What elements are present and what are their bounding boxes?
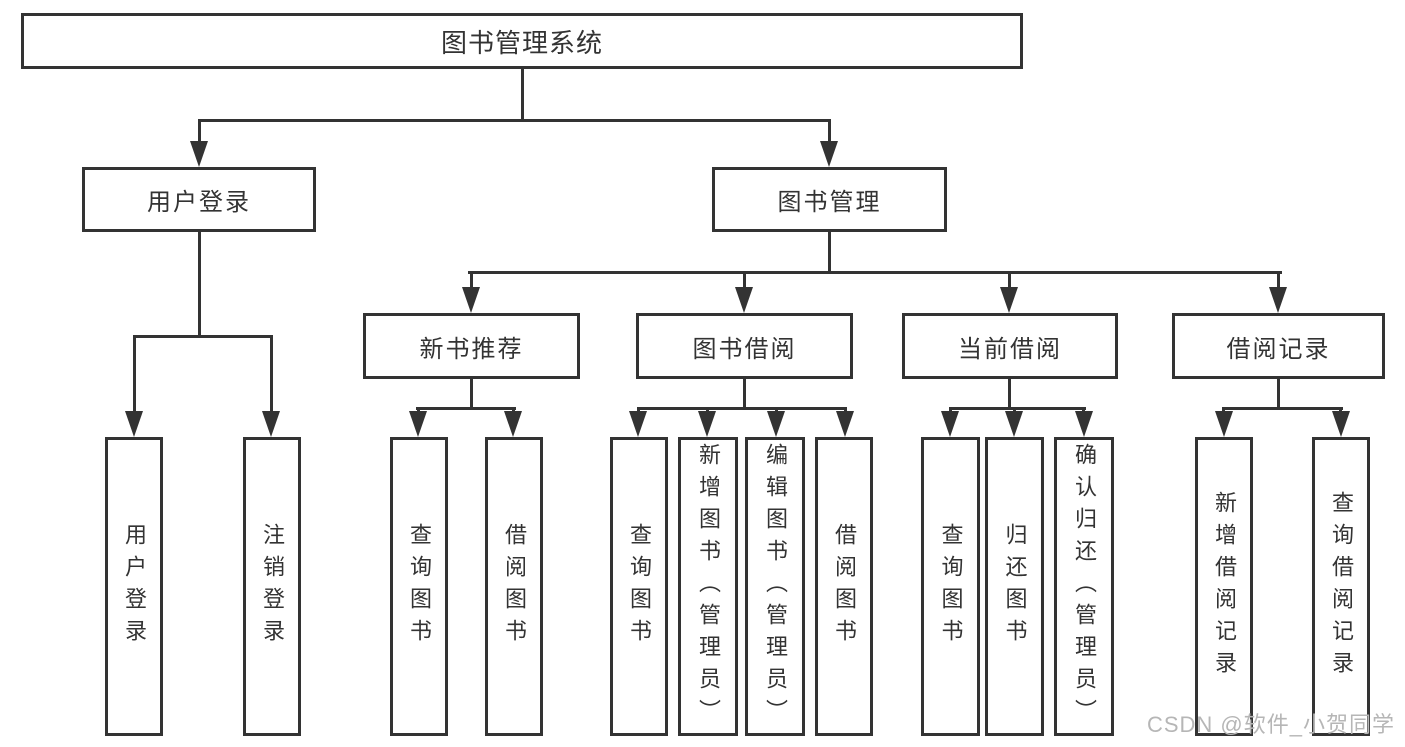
arrow-down-icon <box>1269 287 1287 313</box>
connector-current-borrow-hbar <box>949 407 1086 410</box>
leaf-query-book-current: 查询图书 <box>921 437 980 736</box>
arrow-down-icon <box>262 411 280 437</box>
connector-level2-hbar <box>198 119 831 122</box>
connector-book-mgmt-drop <box>828 119 831 145</box>
node-label: 图书管理 <box>777 189 882 216</box>
leaf-label: 新增图书（管理员） <box>696 442 721 731</box>
leaf-label: 查询图书 <box>627 522 652 651</box>
leaf-add-book-admin: 新增图书（管理员） <box>678 437 738 736</box>
connector-user-login-stem <box>198 232 201 337</box>
arrow-down-icon <box>735 287 753 313</box>
node-label: 新书推荐 <box>419 335 524 363</box>
node-new-book-recommend: 新书推荐 <box>363 313 580 379</box>
arrow-down-icon <box>462 287 480 313</box>
node-label: 当前借阅 <box>958 335 1062 363</box>
connector-book-borrow-stem <box>743 379 746 409</box>
leaf-confirm-return-admin: 确认归还（管理员） <box>1054 437 1114 736</box>
leaf-add-borrow-record: 新增借阅记录 <box>1195 437 1253 736</box>
leaf-query-book-recommend: 查询图书 <box>390 437 448 736</box>
connector-leaf-drop <box>743 271 746 291</box>
leaf-query-borrow-record: 查询借阅记录 <box>1312 437 1370 736</box>
arrow-down-icon <box>1332 411 1350 437</box>
leaf-logout: 注销登录 <box>243 437 301 736</box>
connector-current-borrow-stem <box>1008 379 1011 409</box>
arrow-down-icon <box>1000 287 1018 313</box>
node-book-borrow: 图书借阅 <box>636 313 853 379</box>
leaf-label: 新增借阅记录 <box>1212 490 1237 683</box>
leaf-return-book: 归还图书 <box>985 437 1044 736</box>
arrow-down-icon <box>1075 411 1093 437</box>
leaf-edit-book-admin: 编辑图书（管理员） <box>745 437 805 736</box>
arrow-down-icon <box>409 411 427 437</box>
leaf-label: 借阅图书 <box>832 522 857 651</box>
connector-book-mgmt-stem <box>828 232 831 273</box>
connector-user-login-drop <box>198 119 201 145</box>
watermark: CSDN @软件_小贺同学 <box>1146 712 1395 737</box>
connector-user-login-hbar <box>133 335 273 338</box>
connector-level3-hbar <box>468 271 1282 274</box>
node-label: 图书借阅 <box>692 335 797 363</box>
connector-new-book-stem <box>470 379 473 409</box>
node-book-management: 图书管理 <box>712 167 947 232</box>
arrow-down-icon <box>504 411 522 437</box>
leaf-label: 注销登录 <box>260 522 285 651</box>
leaf-label: 查询图书 <box>407 522 432 651</box>
connector-leaf-drop <box>1277 271 1280 291</box>
leaf-label: 查询借阅记录 <box>1329 490 1354 683</box>
node-label: 图书管理系统 <box>440 27 603 58</box>
arrow-down-icon <box>629 411 647 437</box>
node-library-management-system: 图书管理系统 <box>21 13 1023 69</box>
connector-new-book-hbar <box>416 407 516 410</box>
arrow-down-icon <box>836 411 854 437</box>
arrow-down-icon <box>125 411 143 437</box>
node-current-borrow: 当前借阅 <box>902 313 1118 379</box>
connector-leaf-drop <box>270 335 273 415</box>
connector-leaf-drop <box>133 335 136 415</box>
connector-leaf-drop <box>1008 271 1011 291</box>
connector-leaf-drop <box>470 271 473 291</box>
leaf-borrow-book-recommend: 借阅图书 <box>485 437 543 736</box>
arrow-down-icon <box>820 141 838 167</box>
leaf-label: 确认归还（管理员） <box>1072 442 1097 731</box>
leaf-label: 归还图书 <box>1002 522 1028 651</box>
leaf-label: 编辑图书（管理员） <box>763 442 788 731</box>
connector-book-borrow-hbar <box>637 407 847 410</box>
leaf-label: 查询图书 <box>938 522 964 651</box>
arrow-down-icon <box>941 411 959 437</box>
connector-borrow-record-hbar <box>1222 407 1343 410</box>
arrow-down-icon <box>698 411 716 437</box>
leaf-query-book-borrow: 查询图书 <box>610 437 668 736</box>
arrow-down-icon <box>190 141 208 167</box>
arrow-down-icon <box>767 411 785 437</box>
connector-root-stem <box>521 68 524 121</box>
node-label: 用户登录 <box>147 189 251 216</box>
leaf-label: 借阅图书 <box>502 522 527 651</box>
node-label: 借阅记录 <box>1226 335 1331 363</box>
arrow-down-icon <box>1005 411 1023 437</box>
leaf-user-login: 用户登录 <box>105 437 163 736</box>
connector-borrow-record-stem <box>1277 379 1280 409</box>
node-borrow-record: 借阅记录 <box>1172 313 1385 379</box>
leaf-borrow-book: 借阅图书 <box>815 437 873 736</box>
node-user-login: 用户登录 <box>82 167 316 232</box>
arrow-down-icon <box>1215 411 1233 437</box>
leaf-label: 用户登录 <box>122 522 147 651</box>
